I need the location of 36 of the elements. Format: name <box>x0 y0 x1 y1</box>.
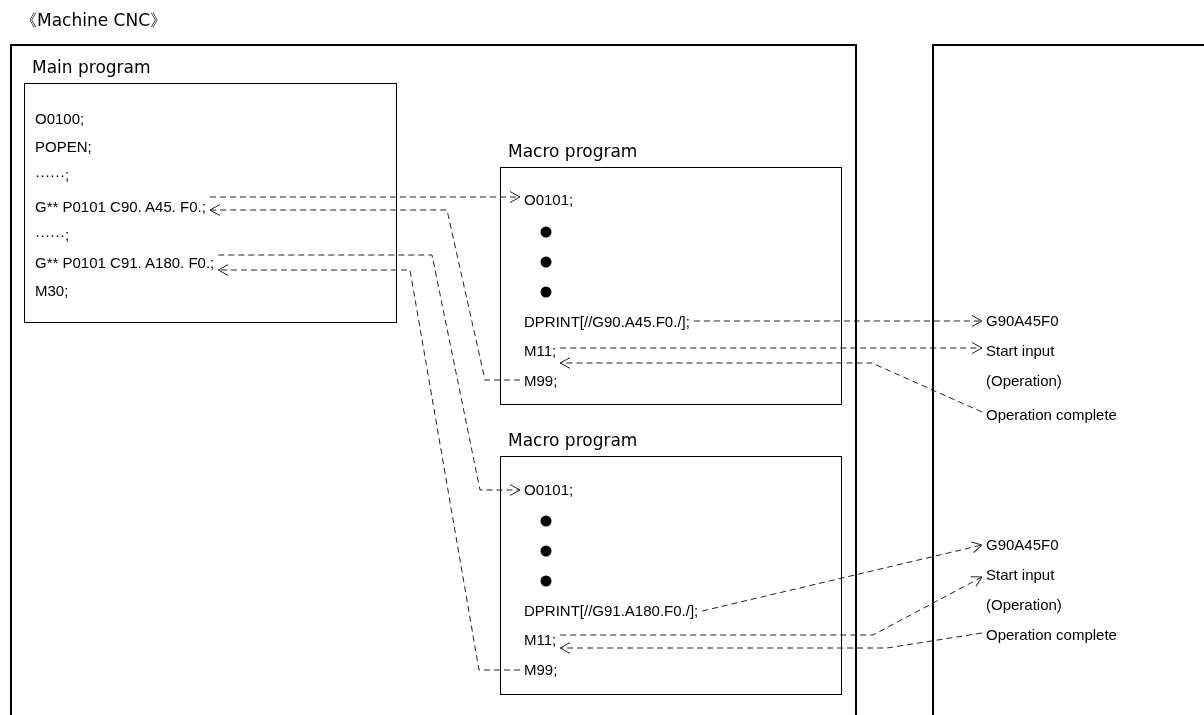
arrow <box>701 541 983 612</box>
arrow <box>209 191 521 203</box>
code-line: M11; <box>520 625 561 655</box>
system-frame <box>932 44 1204 715</box>
arrow <box>217 264 521 671</box>
arrow <box>693 315 983 327</box>
code-line: M11; <box>520 336 561 366</box>
signal-text: Start input (Operation) <box>982 336 1092 396</box>
code-line: ······; <box>31 221 74 249</box>
signal-text: Start input (Operation) <box>982 560 1092 620</box>
box-heading: Main program <box>32 57 151 77</box>
signal-text: G90A45F0 <box>982 530 1063 560</box>
box-heading: 《Machine CNC》 <box>20 9 168 32</box>
code-line: G** P0101 C91. A180. F0.; <box>31 249 219 277</box>
arrow <box>217 254 521 496</box>
arrow <box>559 357 983 413</box>
arrow <box>559 342 983 354</box>
signal-text: Operation complete <box>982 620 1121 650</box>
arrow <box>559 576 983 636</box>
code-line: M30; <box>31 277 73 305</box>
code-line: O0101; <box>520 185 578 215</box>
code-line: O0100; <box>31 105 89 133</box>
signal-text: Operation complete <box>982 400 1121 430</box>
code-line: O0101; <box>520 475 578 505</box>
code-line: M99; <box>520 366 562 396</box>
box-heading: Macro program <box>508 141 638 161</box>
code-line: G** P0101 C90. A45. F0.; <box>31 193 210 221</box>
code-line: DPRINT[//G90.A45.F0./]; <box>520 307 694 337</box>
arrow <box>559 632 983 654</box>
arrow <box>209 204 521 381</box>
code-line: M99; <box>520 655 562 685</box>
code-line: POPEN; <box>31 133 96 161</box>
box-heading: Macro program <box>508 430 638 450</box>
signal-text: G90A45F0 <box>982 306 1063 336</box>
code-line: DPRINT[//G91.A180.F0./]; <box>520 596 703 626</box>
code-line: ······; <box>31 161 74 189</box>
